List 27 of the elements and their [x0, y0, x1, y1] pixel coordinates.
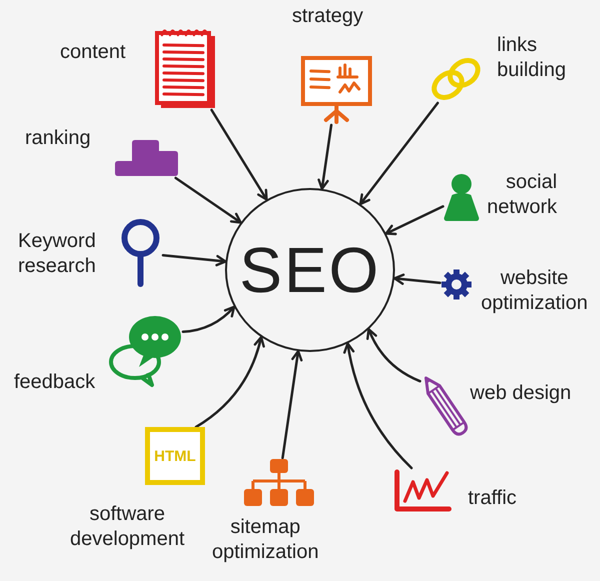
topic-label: sitemap optimization — [212, 515, 319, 565]
arrow — [366, 328, 422, 382]
topic-label: content — [60, 40, 126, 65]
topic-label: ranking — [25, 126, 91, 151]
arrow — [393, 274, 442, 285]
hub-label: SEO — [239, 238, 381, 302]
arrow — [281, 350, 303, 460]
arrow — [174, 176, 242, 224]
topic-label: web design — [470, 381, 572, 406]
arrow — [384, 205, 444, 236]
arrow — [182, 306, 236, 334]
topic-label: website optimization — [481, 266, 588, 316]
topic-label: feedback — [14, 370, 96, 395]
arrow — [318, 124, 333, 190]
topic-label: links building — [497, 33, 566, 83]
arrow — [359, 102, 439, 206]
topic-label: software development — [70, 502, 185, 552]
hub-circle — [225, 188, 395, 352]
topic-label: traffic — [468, 486, 517, 511]
arrow — [162, 254, 227, 266]
topic-label: social network — [487, 170, 558, 220]
topic-label: Keyword research — [18, 229, 96, 279]
topic-label: strategy — [292, 4, 364, 29]
arrow — [210, 108, 268, 201]
arrow — [344, 342, 413, 470]
arrow — [194, 336, 265, 428]
markup-tile: HTML — [145, 427, 205, 485]
